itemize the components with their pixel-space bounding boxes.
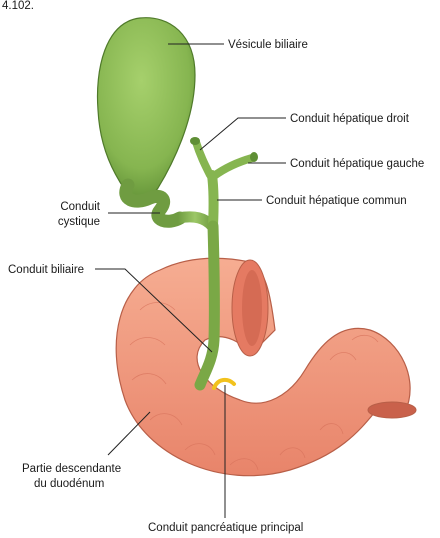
duodenum xyxy=(116,258,416,475)
label-gallbladder: Vésicule biliaire xyxy=(228,39,308,51)
label-left-hepatic-duct: Conduit hépatique gauche xyxy=(290,158,424,170)
figure-number: 4.102. xyxy=(2,0,34,12)
label-cystic-duct-line1: Conduit xyxy=(60,201,100,213)
label-descending-duodenum-line2: du duodénum xyxy=(34,478,104,490)
main-pancreatic-duct xyxy=(214,380,234,388)
gallbladder xyxy=(97,18,195,222)
common-hepatic-duct xyxy=(212,175,214,226)
label-bile-duct: Conduit biliaire xyxy=(8,264,84,276)
label-cystic-duct-line2: cystique xyxy=(58,216,100,228)
label-main-pancreatic-duct: Conduit pancréatique principal xyxy=(148,522,303,534)
left-hepatic-duct xyxy=(214,158,252,176)
duodenum-right-opening xyxy=(368,402,416,418)
label-right-hepatic-duct: Conduit hépatique droit xyxy=(290,113,410,125)
label-descending-duodenum-line1: Partie descendante xyxy=(22,463,121,475)
label-common-hepatic-duct: Conduit hépatique commun xyxy=(266,195,407,207)
